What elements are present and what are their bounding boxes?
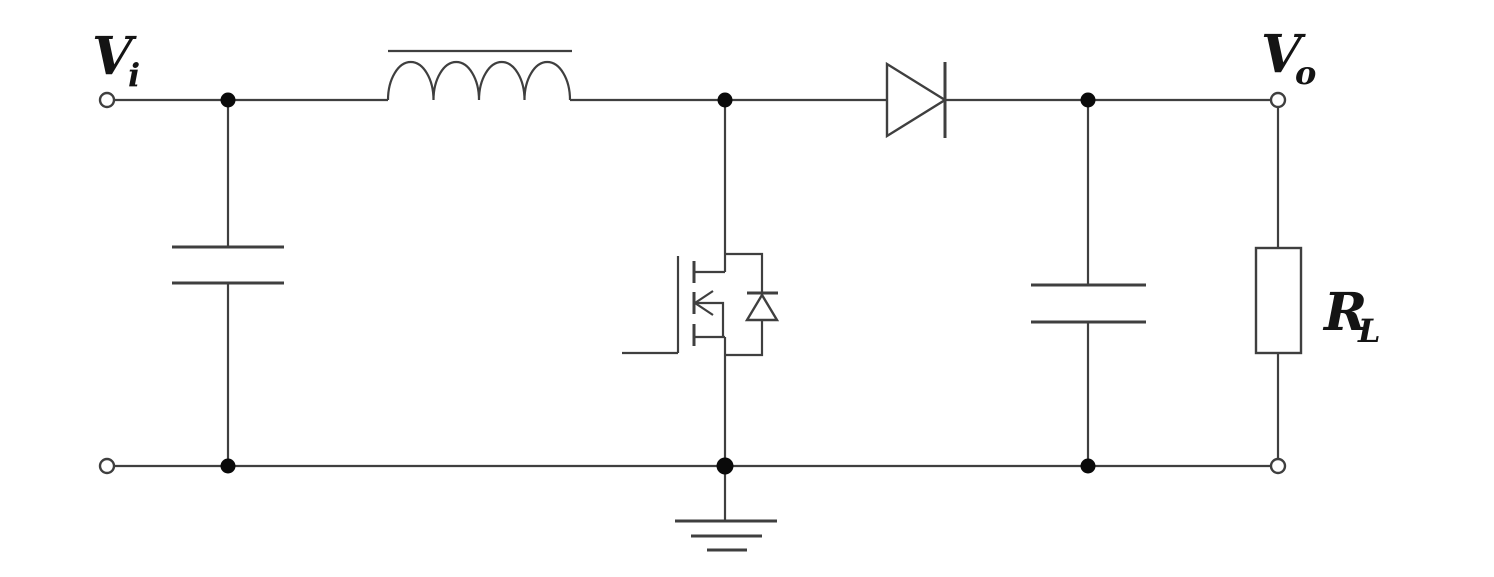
output-terminal-bottom — [1269, 457, 1287, 475]
mosfet-body-arrow-icon — [693, 290, 714, 316]
junction-input-top — [220, 92, 236, 108]
junction-ground-node — [716, 457, 734, 475]
junction-output-top — [1080, 92, 1096, 108]
output-port: V o — [1261, 24, 1316, 475]
input-voltage-label: V — [92, 26, 137, 87]
mosfet-body-diode — [725, 252, 780, 357]
junction-switch-node — [717, 92, 733, 108]
output-voltage-label: V — [1261, 24, 1306, 85]
inductor — [386, 49, 572, 101]
output-voltage-subscript: o — [1295, 54, 1316, 92]
boost-diode — [885, 61, 948, 139]
ground-symbol — [675, 466, 777, 552]
input-capacitor — [172, 100, 284, 466]
boost-diode-triangle — [885, 61, 948, 139]
body-diode-triangle — [744, 292, 780, 322]
output-terminal-top — [1269, 91, 1287, 109]
input-port: V i — [92, 26, 140, 475]
load-resistor-body — [1254, 246, 1303, 355]
load-resistor-subscript: L — [1357, 312, 1381, 350]
body-diode-top-branch — [725, 252, 764, 293]
input-terminal-bottom — [98, 457, 116, 475]
mosfet-body-terminal — [694, 301, 725, 337]
junction-dots — [220, 92, 1096, 475]
mosfet-switch — [622, 100, 780, 466]
load-resistor: R L — [1254, 107, 1381, 459]
output-capacitor — [1031, 100, 1146, 466]
junction-output-bottom — [1080, 458, 1096, 474]
inductor-coil — [386, 60, 572, 101]
input-voltage-subscript: i — [128, 56, 140, 94]
input-terminal-top — [98, 91, 116, 109]
load-resistor-label: R — [1322, 282, 1367, 343]
body-diode-bottom-branch — [725, 320, 764, 357]
junction-input-bottom — [220, 458, 236, 474]
